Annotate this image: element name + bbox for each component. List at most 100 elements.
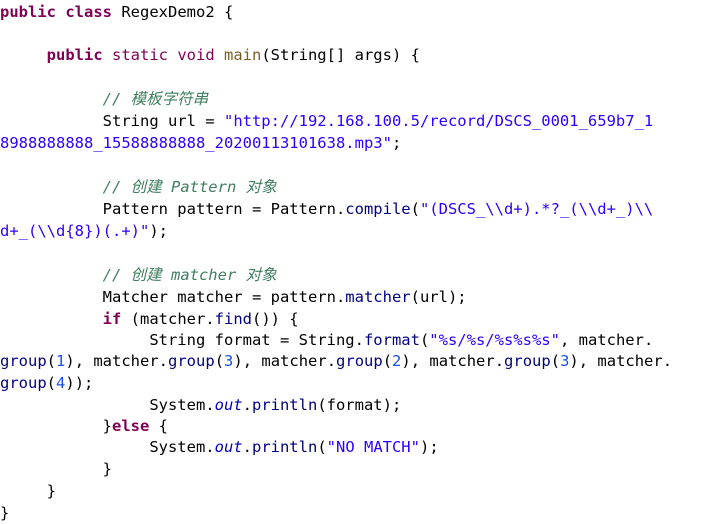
code-line-20: }: [0, 502, 9, 524]
code-token: (: [550, 352, 561, 370]
code-token: (matcher.: [130, 310, 215, 328]
code-token: group: [336, 352, 383, 370]
code-token: group: [168, 352, 215, 370]
code-token: (format);: [317, 396, 402, 414]
code-token: Matcher matcher = pattern.: [102, 288, 346, 306]
code-line-13: group(1), matcher.group(3), matcher.grou…: [0, 350, 672, 372]
code-token: ), matcher.: [401, 352, 505, 370]
indent: [0, 112, 103, 130]
indent: [0, 90, 103, 108]
code-token: 2: [392, 352, 402, 370]
code-line-12: String format = String.format("%s/%s/%s%…: [0, 329, 653, 351]
code-token: ), matcher.: [569, 352, 673, 370]
code-token: // 模板字符串: [102, 90, 209, 108]
code-line-7: Pattern pattern = Pattern.compile("(DSCS…: [0, 198, 654, 220]
code-token: System.: [149, 396, 215, 414]
code-token: (String[] args) {: [261, 46, 420, 64]
code-line-2: public static void main(String[] args) {: [0, 44, 420, 66]
code-token: 8988888888_15588888888_20200113101638.mp…: [0, 134, 392, 152]
code-token: }: [102, 417, 112, 435]
code-token: );: [419, 438, 439, 456]
code-line-1: public class RegexDemo2 {: [0, 1, 233, 23]
code-token: d+_(\\d{8})(.+)": [0, 222, 150, 240]
code-token: {: [158, 417, 169, 435]
code-token: System.: [149, 438, 215, 456]
indent: [0, 331, 149, 349]
code-token: else: [112, 417, 159, 435]
code-token: public: [46, 46, 112, 64]
indent: [0, 266, 103, 284]
code-line-15: System.out.println(format);: [0, 394, 401, 416]
code-token: group: [0, 374, 47, 392]
indent: [0, 438, 149, 456]
code-token: group: [0, 352, 47, 370]
code-token: (: [46, 374, 57, 392]
indent: [0, 46, 47, 64]
code-line-4: String url = "http://192.168.100.5/recor…: [0, 110, 654, 132]
code-token: 4: [56, 374, 66, 392]
code-token: (: [214, 352, 225, 370]
code-token: println: [251, 396, 318, 414]
code-token: out: [214, 438, 243, 456]
code-token: RegexDemo2 {: [121, 3, 234, 21]
code-line-11: if (matcher.find()) {: [0, 308, 299, 330]
code-token: 3: [224, 352, 234, 370]
indent: [0, 417, 103, 435]
code-token: "%s/%s/%s%s%s": [429, 331, 560, 349]
code-token: find: [214, 310, 252, 328]
code-line-9: // 创建 matcher 对象: [0, 264, 277, 286]
code-token: 3: [560, 352, 570, 370]
code-token: println: [251, 438, 318, 456]
code-token: format: [363, 331, 420, 349]
code-token: (: [317, 438, 327, 456]
indent: [0, 200, 103, 218]
code-token: ), matcher.: [233, 352, 337, 370]
code-token: (url);: [410, 288, 467, 306]
code-token: .: [242, 438, 252, 456]
code-token: if: [102, 310, 131, 328]
code-token: }: [46, 482, 57, 500]
code-token: String url =: [102, 112, 224, 130]
code-token: "http://192.168.100.5/record/DSCS_0001_6…: [223, 112, 654, 130]
code-token: (: [382, 352, 393, 370]
code-token: group: [504, 352, 551, 370]
code-token: .: [242, 396, 252, 414]
code-token: "(DSCS_\\d+).*?_(\\d+_)\\: [419, 200, 654, 218]
code-line-5: 8988888888_15588888888_20200113101638.mp…: [0, 132, 401, 154]
code-token: compile: [345, 200, 411, 218]
code-line-10: Matcher matcher = pattern.matcher(url);: [0, 286, 467, 308]
code-token: );: [149, 222, 168, 240]
indent: [0, 460, 103, 478]
code-line-16: }else {: [0, 415, 168, 437]
code-line-6: // 创建 Pattern 对象: [0, 176, 277, 198]
code-line-17: System.out.println("NO MATCH");: [0, 436, 439, 458]
code-token: }: [0, 504, 10, 522]
code-token: "NO MATCH": [326, 438, 420, 456]
code-token: 1: [56, 352, 66, 370]
indent: [0, 178, 103, 196]
code-token: (: [419, 331, 430, 349]
code-token: String format = String.: [149, 331, 364, 349]
code-token: (: [46, 352, 57, 370]
code-line-18: }: [0, 458, 112, 480]
code-token: ), matcher.: [65, 352, 169, 370]
code-token: , matcher.: [559, 331, 654, 349]
indent: [0, 310, 103, 328]
code-token: }: [102, 460, 112, 478]
indent: [0, 482, 47, 500]
code-token: main: [223, 46, 262, 64]
code-token: Pattern pattern = Pattern.: [102, 200, 346, 218]
code-line-14: group(4));: [0, 372, 93, 394]
code-line-8: d+_(\\d{8})(.+)");: [0, 220, 168, 242]
code-token: (: [410, 200, 420, 218]
code-line-19: }: [0, 480, 56, 502]
code-token: ;: [391, 134, 402, 152]
code-token: out: [214, 396, 243, 414]
code-token: matcher: [345, 288, 411, 306]
code-token: static void: [112, 46, 224, 64]
indent: [0, 396, 149, 414]
indent: [0, 288, 103, 306]
code-token: // 创建 matcher 对象: [102, 266, 277, 284]
code-token: ()) {: [251, 310, 299, 328]
